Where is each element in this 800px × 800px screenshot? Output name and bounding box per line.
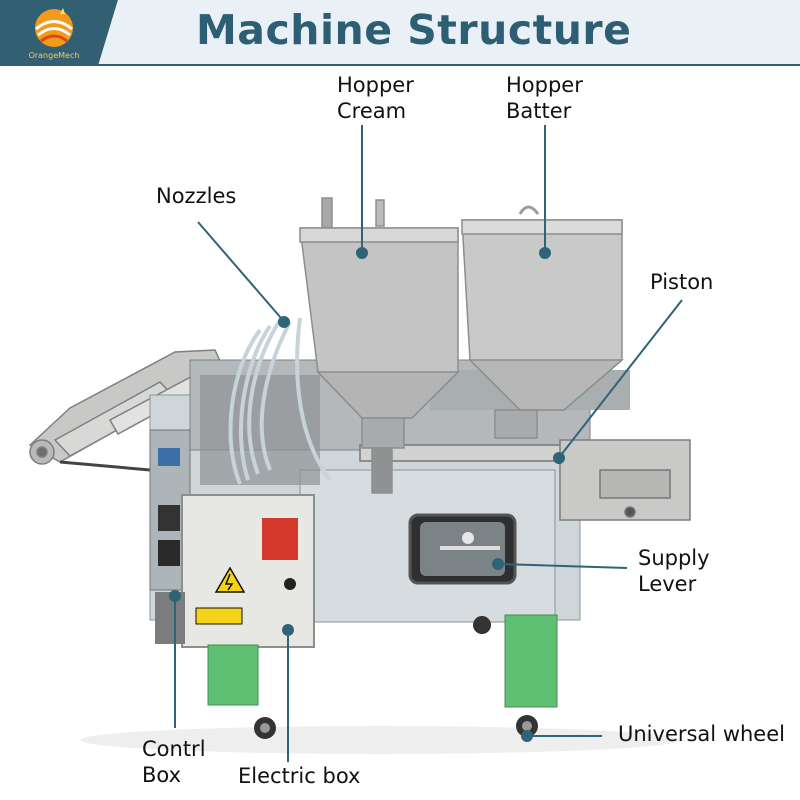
label-electric-box: Electric box bbox=[238, 764, 361, 788]
label-hopper-batter-line2: Batter bbox=[506, 99, 572, 123]
main-body bbox=[149, 359, 630, 623]
callout-dot-piston bbox=[553, 452, 565, 464]
electric-box bbox=[181, 494, 315, 648]
label-control-box-line1: Contrl bbox=[142, 737, 206, 761]
callout-dot-control-box bbox=[169, 590, 181, 602]
callout-dot-nozzles bbox=[278, 316, 290, 328]
label-hopper-cream: Hopper Cream bbox=[337, 72, 414, 124]
page-title: Machine Structure bbox=[196, 6, 632, 54]
label-hopper-batter-line1: Hopper bbox=[506, 73, 583, 97]
hoppers bbox=[299, 197, 625, 494]
brand-logo: OrangeMech bbox=[14, 4, 94, 62]
machine-illustration bbox=[28, 125, 691, 762]
label-piston: Piston bbox=[650, 270, 714, 294]
header-banner: OrangeMech Machine Structure bbox=[0, 0, 800, 66]
label-supply-lever-line2: Lever bbox=[638, 572, 697, 596]
callout-dot-supply-lever bbox=[492, 558, 504, 570]
label-control-box-line2: Box bbox=[142, 763, 182, 787]
label-universal-wheel: Universal wheel bbox=[618, 722, 785, 746]
legs-wheels bbox=[155, 592, 558, 739]
machine-diagram bbox=[0, 66, 800, 800]
callout-line-nozzles bbox=[197, 221, 282, 319]
label-nozzles: Nozzles bbox=[156, 184, 237, 208]
label-hopper-cream-line1: Hopper bbox=[337, 73, 414, 97]
label-supply-lever-line1: Supply bbox=[638, 546, 710, 570]
callout-line-supply-lever bbox=[501, 563, 628, 569]
callout-line-piston bbox=[560, 299, 683, 456]
label-supply-lever: Supply Lever bbox=[638, 545, 710, 597]
label-hopper-batter: Hopper Batter bbox=[506, 72, 583, 124]
piston-assembly bbox=[359, 439, 691, 521]
header-background bbox=[0, 0, 800, 66]
callout-dot-universal-wheel bbox=[521, 730, 533, 742]
callout-dot-hopper-batter bbox=[539, 247, 551, 259]
logo-text: OrangeMech bbox=[29, 51, 80, 60]
left-conveyor bbox=[28, 349, 226, 472]
label-hopper-cream-line2: Cream bbox=[337, 99, 407, 123]
callout-lines bbox=[169, 125, 683, 762]
callout-dot-electric-box bbox=[282, 624, 294, 636]
label-control-box: Contrl Box bbox=[142, 736, 206, 788]
callout-dot-hopper-cream bbox=[356, 247, 368, 259]
nozzle-tubes bbox=[228, 317, 332, 485]
